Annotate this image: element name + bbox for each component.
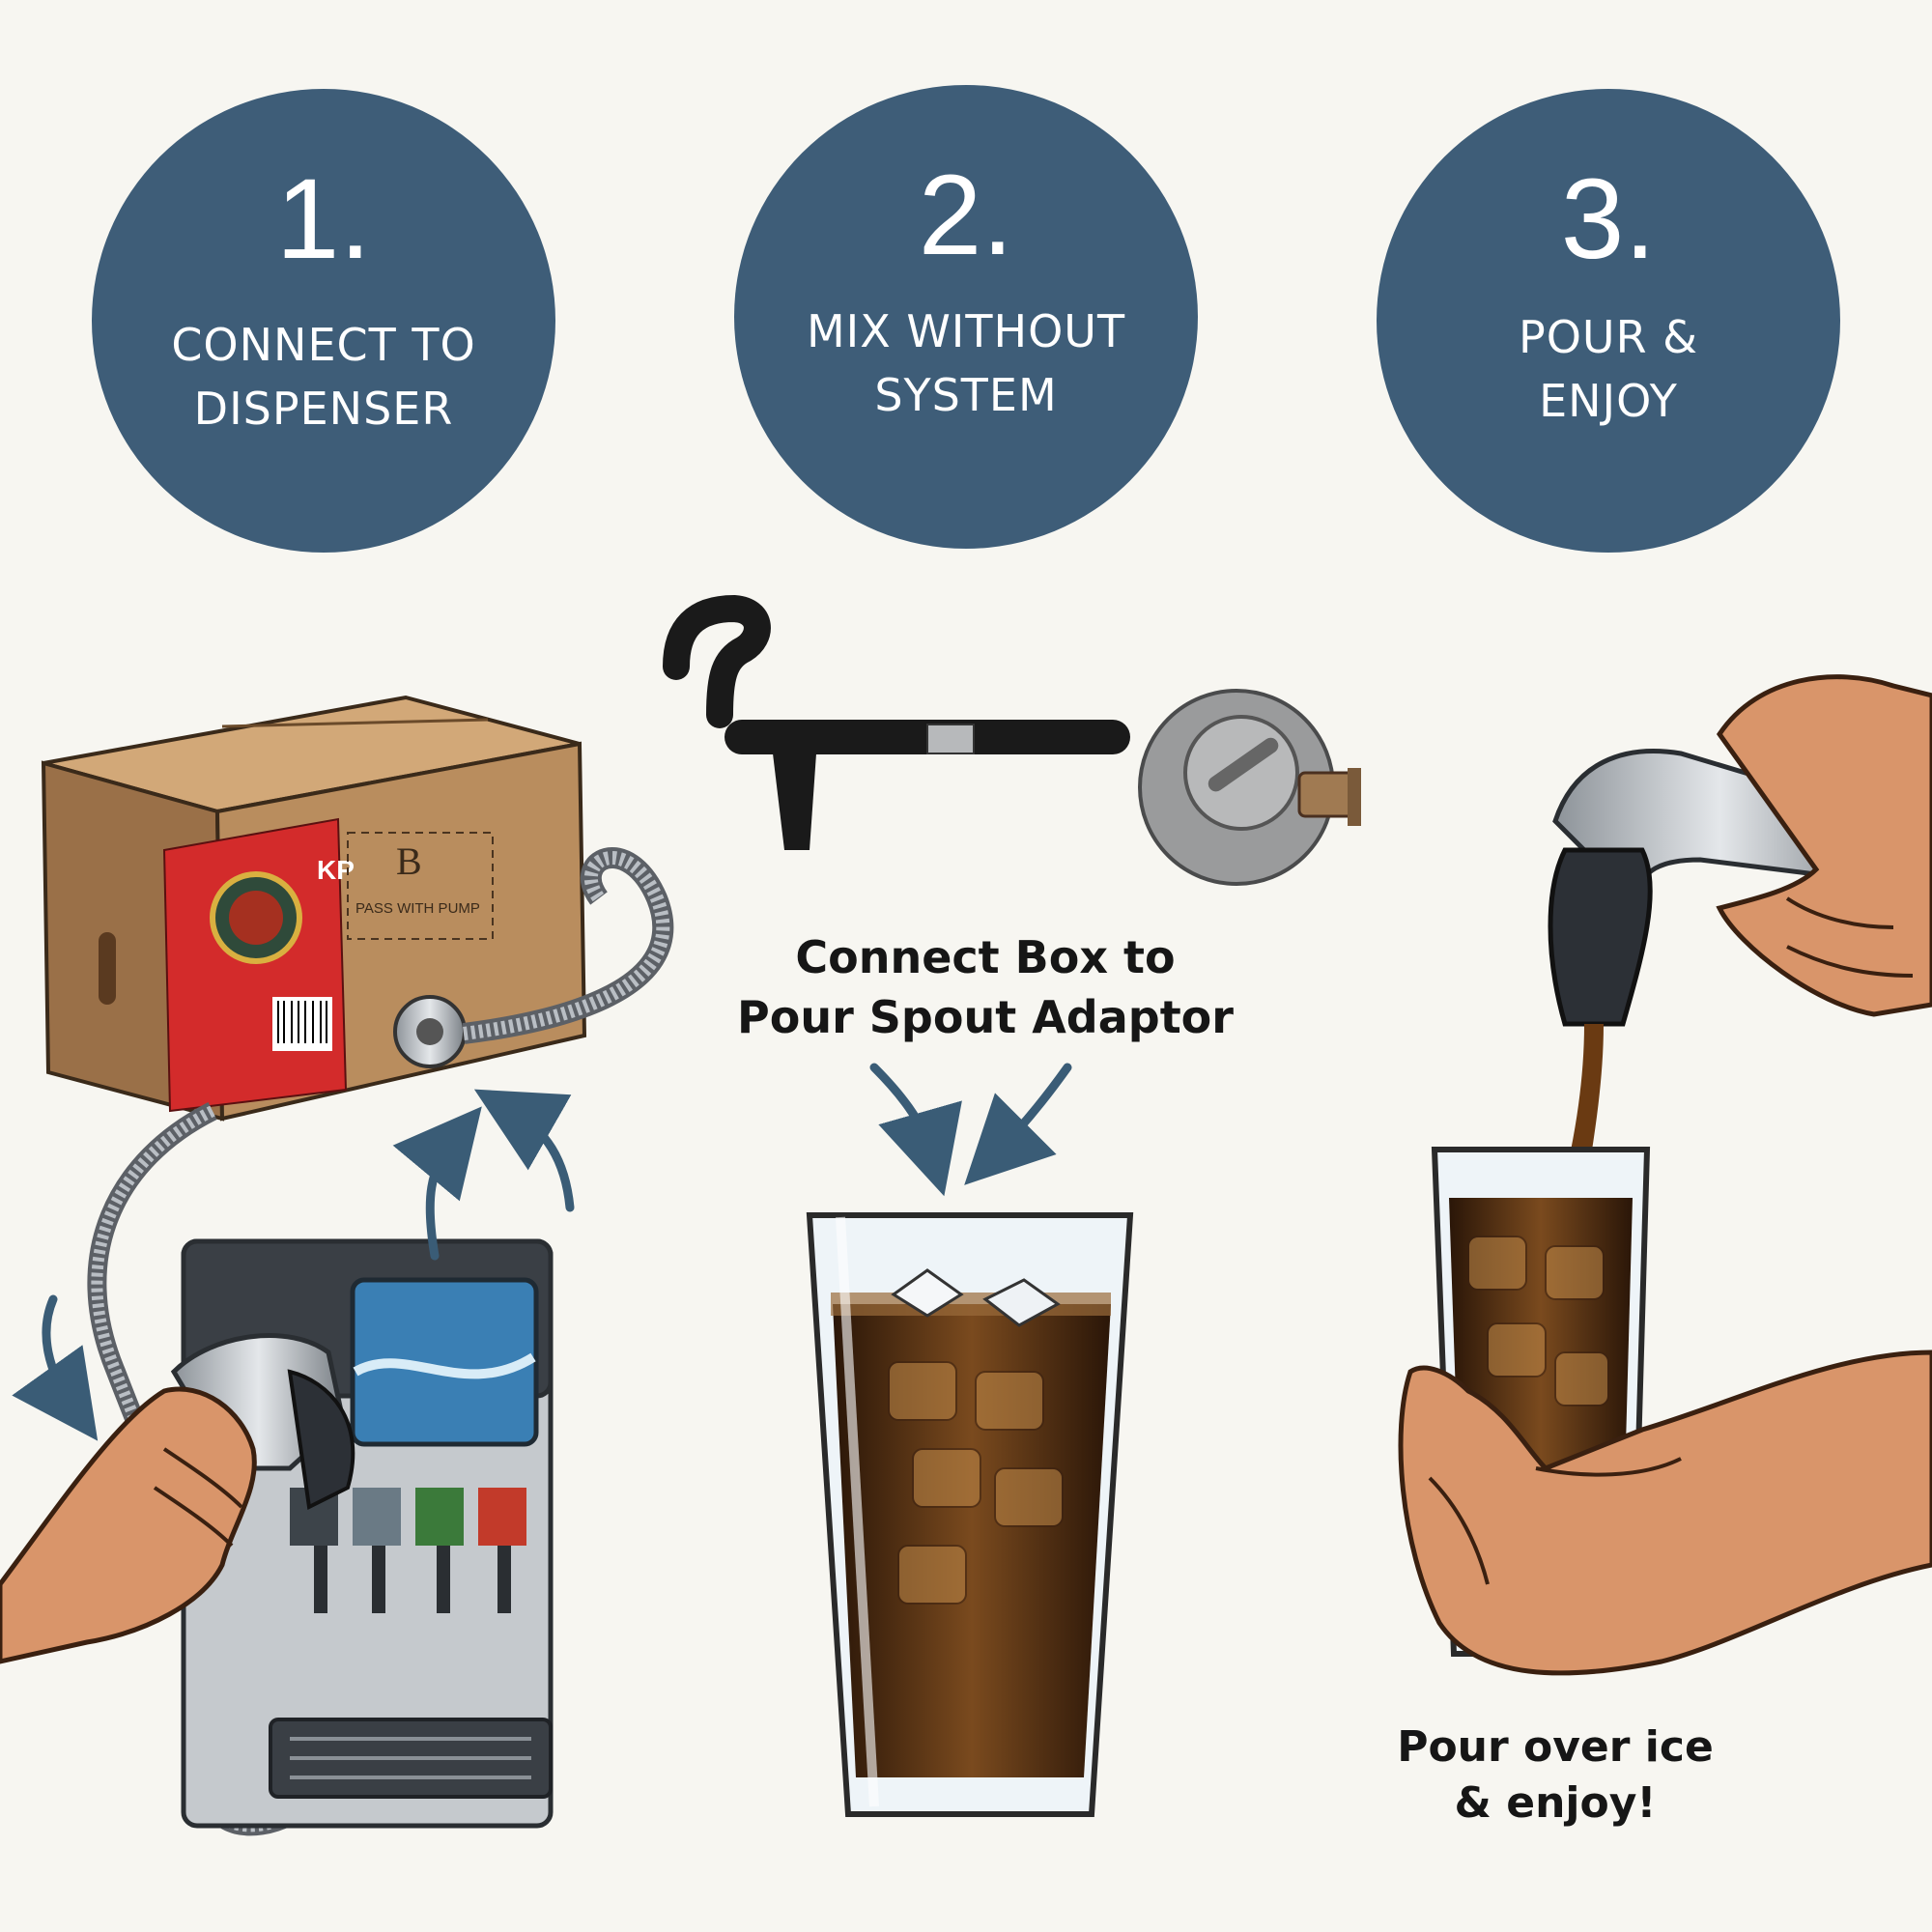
bag-in-box-illustration: KP B PASS WITH PUMP [41,695,587,1122]
middle-caption: Connect Box to Pour Spout Adaptor [737,931,1234,1043]
step-3-circle: 3. POUR & ENJOY [1377,89,1840,553]
step-1-label: CONNECT TO DISPENSER [171,319,476,435]
pouring-hand-illustration [1548,674,1932,1198]
box-brand-mark: KP [317,855,355,885]
middle-arrows [869,1063,1072,1197]
hand-holding-nozzle-illustration [0,1333,355,1664]
step-2-number: 2. [918,152,1014,279]
hand-holding-glass-illustration [1398,1350,1932,1676]
pour-spout-adaptor-illustration [663,594,1361,886]
step-1-circle: 1. CONNECT TO DISPENSER [92,89,555,553]
step-2-circle: 2. MIX WITHOUT SYSTEM [734,85,1198,549]
soda-dispenser-illustration [181,1238,554,1829]
box-panel-text: PASS WITH PUMP [355,900,480,917]
box-panel-letter: B [396,839,422,883]
right-caption: Pour over ice & enjoy! [1397,1722,1714,1828]
iced-cola-glass-illustration [806,1212,1134,1817]
step-1-number: 1. [275,156,372,283]
curved-arrow-icon [12,1089,575,1441]
step-2-label: MIX WITHOUT SYSTEM [806,305,1126,421]
step-3-label: POUR & ENJOY [1518,311,1699,427]
step-3-number: 3. [1560,156,1657,283]
